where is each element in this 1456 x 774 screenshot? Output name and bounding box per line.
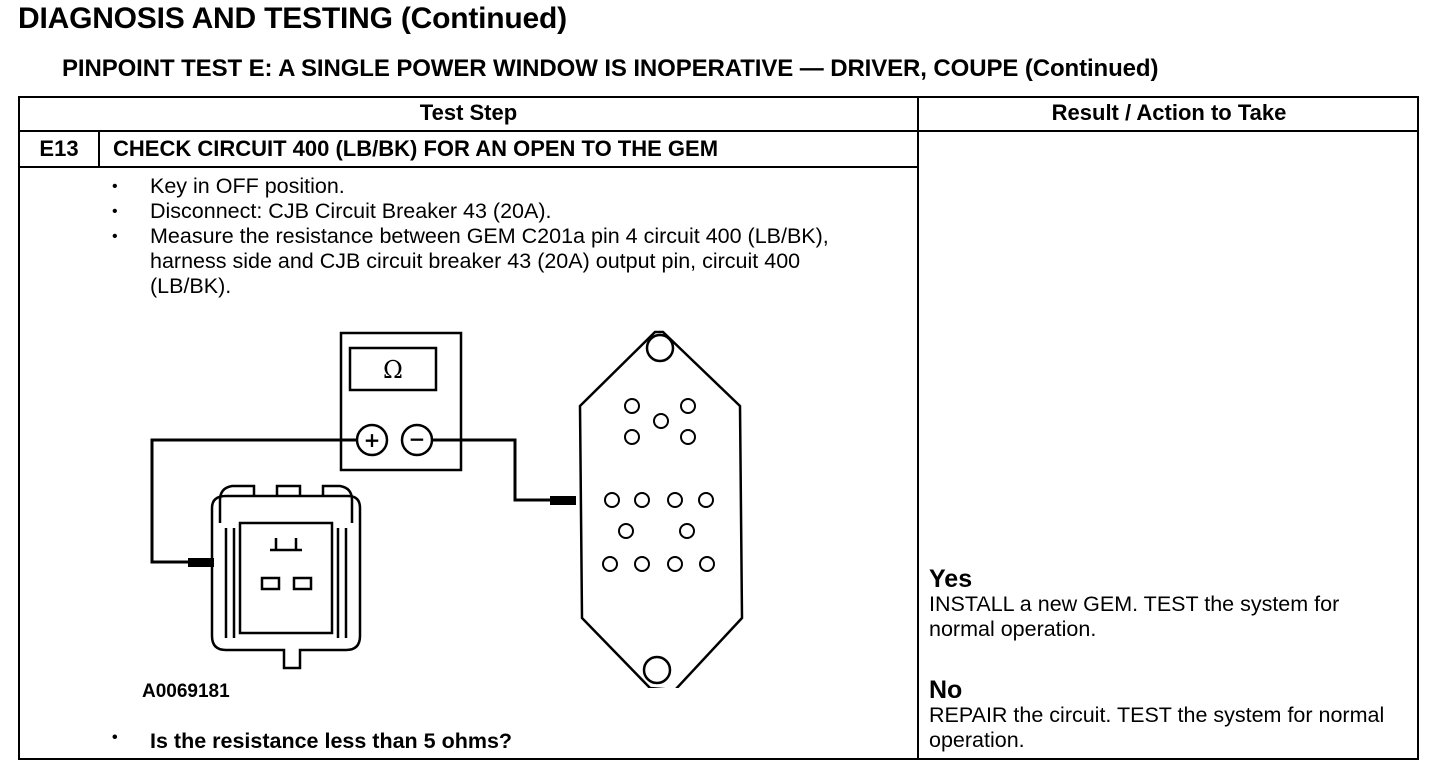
connector-pins — [602, 398, 715, 572]
header-test-step: Test Step — [419, 100, 518, 125]
breaker-latch — [218, 484, 354, 523]
breaker-connector-body — [210, 494, 362, 670]
breaker-inner-housing — [238, 521, 334, 635]
negative-probe-tip — [550, 496, 576, 505]
positive-test-lead — [150, 438, 357, 564]
plus-symbol-icon: + — [364, 428, 381, 452]
ohmmeter-display — [348, 346, 438, 392]
step-title: CHECK CIRCUIT 400 (LB/BK) FOR AN OPEN TO… — [113, 136, 719, 161]
test-table — [18, 96, 1419, 760]
breaker-terminal — [260, 576, 281, 591]
result-no-action: REPAIR the circuit. TEST the system for … — [929, 703, 1385, 752]
step-id: E13 — [39, 136, 79, 161]
gem-connector-body — [578, 330, 744, 688]
step-id-divider — [98, 130, 100, 167]
mounting-hole-icon — [642, 655, 672, 685]
header-divider — [18, 130, 1419, 132]
instruction-list: Key in OFF position. Disconnect: CJB Cir… — [110, 174, 870, 299]
column-divider — [917, 96, 919, 760]
mounting-hole-icon — [645, 333, 675, 363]
breaker-terminal — [292, 576, 313, 591]
instruction-item: Disconnect: CJB Circuit Breaker 43 (20A)… — [110, 199, 870, 224]
instruction-item: Key in OFF position. — [110, 174, 870, 199]
result-yes-label: Yes — [929, 565, 973, 593]
figure-id: A0069181 — [142, 681, 230, 702]
negative-test-lead — [432, 438, 550, 502]
step-title-divider — [18, 166, 919, 168]
pinpoint-test-title: PINPOINT TEST E: A SINGLE POWER WINDOW I… — [62, 55, 1159, 82]
header-result-action: Result / Action to Take — [1051, 100, 1287, 125]
result-no: No REPAIR the circuit. TEST the system f… — [929, 677, 1409, 753]
positive-probe-tip — [188, 558, 214, 567]
result-no-label: No — [929, 676, 963, 704]
ohm-symbol-icon: Ω — [383, 356, 403, 384]
test-question: Is the resistance less than 5 ohms? — [110, 729, 512, 754]
minus-symbol-icon: − — [409, 427, 426, 451]
page-title: DIAGNOSIS AND TESTING (Continued) — [18, 2, 567, 35]
ohmmeter-test-diagram: Ω + − — [150, 330, 744, 688]
instruction-item: Measure the resistance between GEM C201a… — [110, 224, 870, 299]
result-yes: Yes INSTALL a new GEM. TEST the system f… — [929, 566, 1409, 642]
ohmmeter-body — [339, 331, 463, 472]
result-yes-action: INSTALL a new GEM. TEST the system for n… — [929, 592, 1340, 641]
